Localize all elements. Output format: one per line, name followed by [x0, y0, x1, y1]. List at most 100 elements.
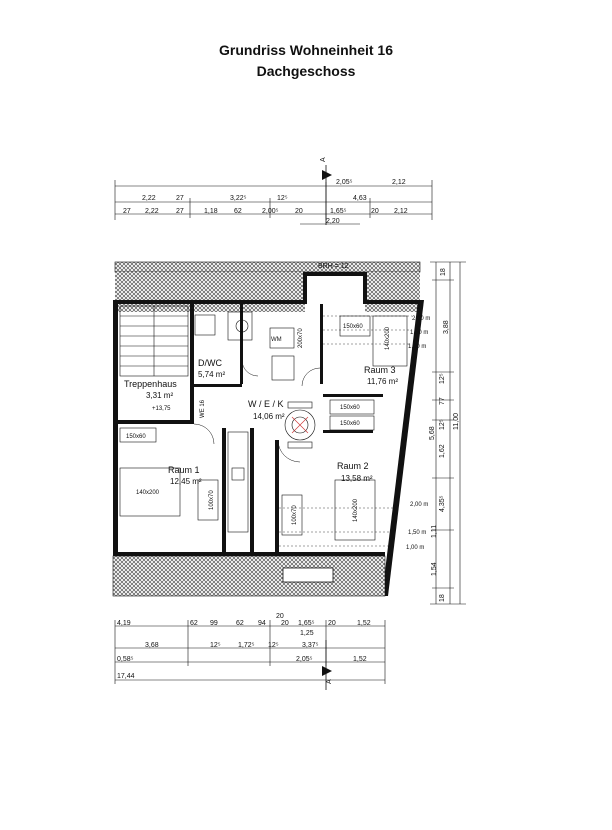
- room3-area: 11,76 m²: [367, 377, 398, 386]
- dim-top-row3-f: 2,00⁵: [262, 208, 279, 215]
- dim-bottom-r1-c: 99: [210, 620, 218, 627]
- right-dimension-chain: [430, 261, 466, 605]
- dim-top-row2-e: 4,63: [353, 195, 367, 202]
- wm-label: WM: [271, 337, 282, 343]
- we-label: WE 16: [200, 399, 206, 418]
- dim-top-row3-g: 20: [295, 208, 303, 215]
- dim-right-3: 12⁵: [439, 373, 446, 384]
- dim-right-4: 77: [439, 397, 446, 405]
- dim-right-10: 1,11: [431, 525, 438, 538]
- height-mark-4: 2,00 m: [410, 502, 428, 508]
- height-mark-3: 1,00 m: [408, 344, 426, 350]
- dim-right-7: 5,68: [429, 426, 436, 440]
- door-swings: [193, 359, 321, 463]
- room-living-area: 14,06 m²: [253, 412, 285, 421]
- dim-top-row2-a: 2,22: [142, 195, 156, 202]
- dim-bottom-r1-f: 20: [281, 620, 289, 627]
- dim-bottom-r1-h: 20: [328, 620, 336, 627]
- height-mark-5: 1,50 m: [408, 530, 426, 536]
- dim-right-6: 1,62: [439, 444, 446, 458]
- bottom-dimension-chain: [114, 620, 386, 684]
- dim-top-row3-d: 1,18: [204, 208, 218, 215]
- height-mark-2: 1,50 m: [410, 330, 428, 336]
- dim-right-5: 12⁵: [439, 419, 446, 430]
- sofa-room1-label: 150x60: [126, 434, 146, 440]
- dim-top-row3-i: 20: [371, 208, 379, 215]
- sofa-1: [329, 399, 375, 415]
- room-stair-area: 3,31 m²: [146, 391, 173, 400]
- desk-room1: [197, 479, 219, 521]
- bed-room1: [119, 467, 181, 517]
- room3-name: Raum 3: [364, 365, 396, 375]
- bed-room2: [334, 479, 376, 541]
- dim-right-9: 4,35⁵: [439, 495, 446, 512]
- room-bath-area: 5,74 m²: [198, 370, 225, 379]
- interior-walls: [118, 304, 383, 552]
- dim-bottom-r3-c: 1,52: [353, 656, 367, 663]
- roof-hatch-top: [114, 261, 421, 273]
- desk-room1-label: 100x70: [209, 490, 215, 510]
- bed-room3: [372, 315, 408, 367]
- dim-bottom-r2-d: 12⁵: [268, 642, 279, 649]
- dim-right-11: 1,54: [431, 562, 438, 576]
- room-living-name: W / E / K: [248, 399, 284, 409]
- bath-tub-label: 200x70: [298, 328, 304, 348]
- sofa-3-label: 150x60: [343, 324, 363, 330]
- room-bath-name: D/WC: [198, 358, 222, 368]
- dim-bottom-r2-b: 12⁵: [210, 642, 221, 649]
- dim-bottom-r2-a: 3,68: [145, 642, 159, 649]
- sofa-1-label: 150x60: [340, 405, 360, 411]
- room1-area: 12,45 m²: [170, 477, 202, 486]
- dim-top-row2-d: 12⁵: [277, 195, 288, 202]
- dim-bottom-r3-a: 0,58⁵: [117, 656, 134, 663]
- height-marks-top: [279, 315, 412, 547]
- dim-bottom-r4-a: 17,44: [117, 673, 135, 680]
- bed-room2-label: 140x200: [353, 498, 359, 522]
- top-dimension-chain: [114, 180, 433, 225]
- dim-top-row3-c: 27: [176, 208, 184, 215]
- dim-bottom-r1-d: 62: [236, 620, 244, 627]
- bed-room1-label: 140x200: [136, 490, 160, 496]
- dim-bottom-r1-i: 1,52: [357, 620, 371, 627]
- room1-name: Raum 1: [168, 465, 200, 475]
- dim-top-row2-c: 3,22⁵: [230, 195, 247, 202]
- dim-top-row1-a: 2,05⁵: [336, 179, 353, 186]
- dim-right-12: 18: [439, 594, 446, 602]
- dim-top-row2-b: 27: [176, 195, 184, 202]
- bath-fixtures: [194, 311, 295, 381]
- dim-bottom-r1-g: 1,65⁵: [298, 620, 315, 627]
- room-stair-level: +13,75: [152, 406, 171, 412]
- svg-text:A: A: [326, 679, 333, 684]
- dim-top-row3-j: 2,12: [394, 208, 408, 215]
- dim-bottom-r1-b: 62: [190, 620, 198, 627]
- dining-table: [284, 401, 316, 449]
- dim-top-row1-b: 2,12: [392, 179, 406, 186]
- plan-title: Grundriss Wohneinheit 16: [219, 42, 393, 58]
- dim-bottom-r3-b: 2,05⁵: [296, 656, 313, 663]
- dim-bottom-r2-e: 3,37⁵: [302, 642, 319, 649]
- staircase: [119, 305, 189, 377]
- height-mark-1: 2,00 m: [412, 316, 430, 322]
- kitchen-counter: [227, 431, 249, 533]
- desk-room2-label: 100x70: [292, 505, 298, 525]
- dim-bottom-r1-e: 94: [258, 620, 266, 627]
- bed-room3-label: 140x200: [385, 326, 391, 350]
- roof-hatch-top-left: [115, 272, 305, 312]
- dim-top-row3-b: 2,22: [145, 208, 159, 215]
- dim-top-row3-e: 62: [234, 208, 242, 215]
- dim-top-row3-a: 27: [123, 208, 131, 215]
- dim-right-2: 3,88: [443, 320, 450, 334]
- roof-hatch-bottom: [112, 555, 386, 597]
- dim-top-row4-a: 2,20: [326, 218, 340, 225]
- dim-bottom-r1-a: 4,19: [117, 620, 131, 627]
- section-marker-bottom: A: [322, 640, 333, 690]
- brh-label: BRH = 12: [318, 263, 349, 270]
- desk-room2: [281, 494, 303, 536]
- room-stair-name: Treppenhaus: [124, 379, 177, 389]
- sofa-2-label: 150x60: [340, 421, 360, 427]
- plan-subtitle: Dachgeschoss: [256, 63, 356, 79]
- outer-walls: [113, 272, 424, 596]
- dim-bottom-row0: 20: [276, 613, 284, 620]
- dim-right-8: 11,00: [453, 413, 460, 430]
